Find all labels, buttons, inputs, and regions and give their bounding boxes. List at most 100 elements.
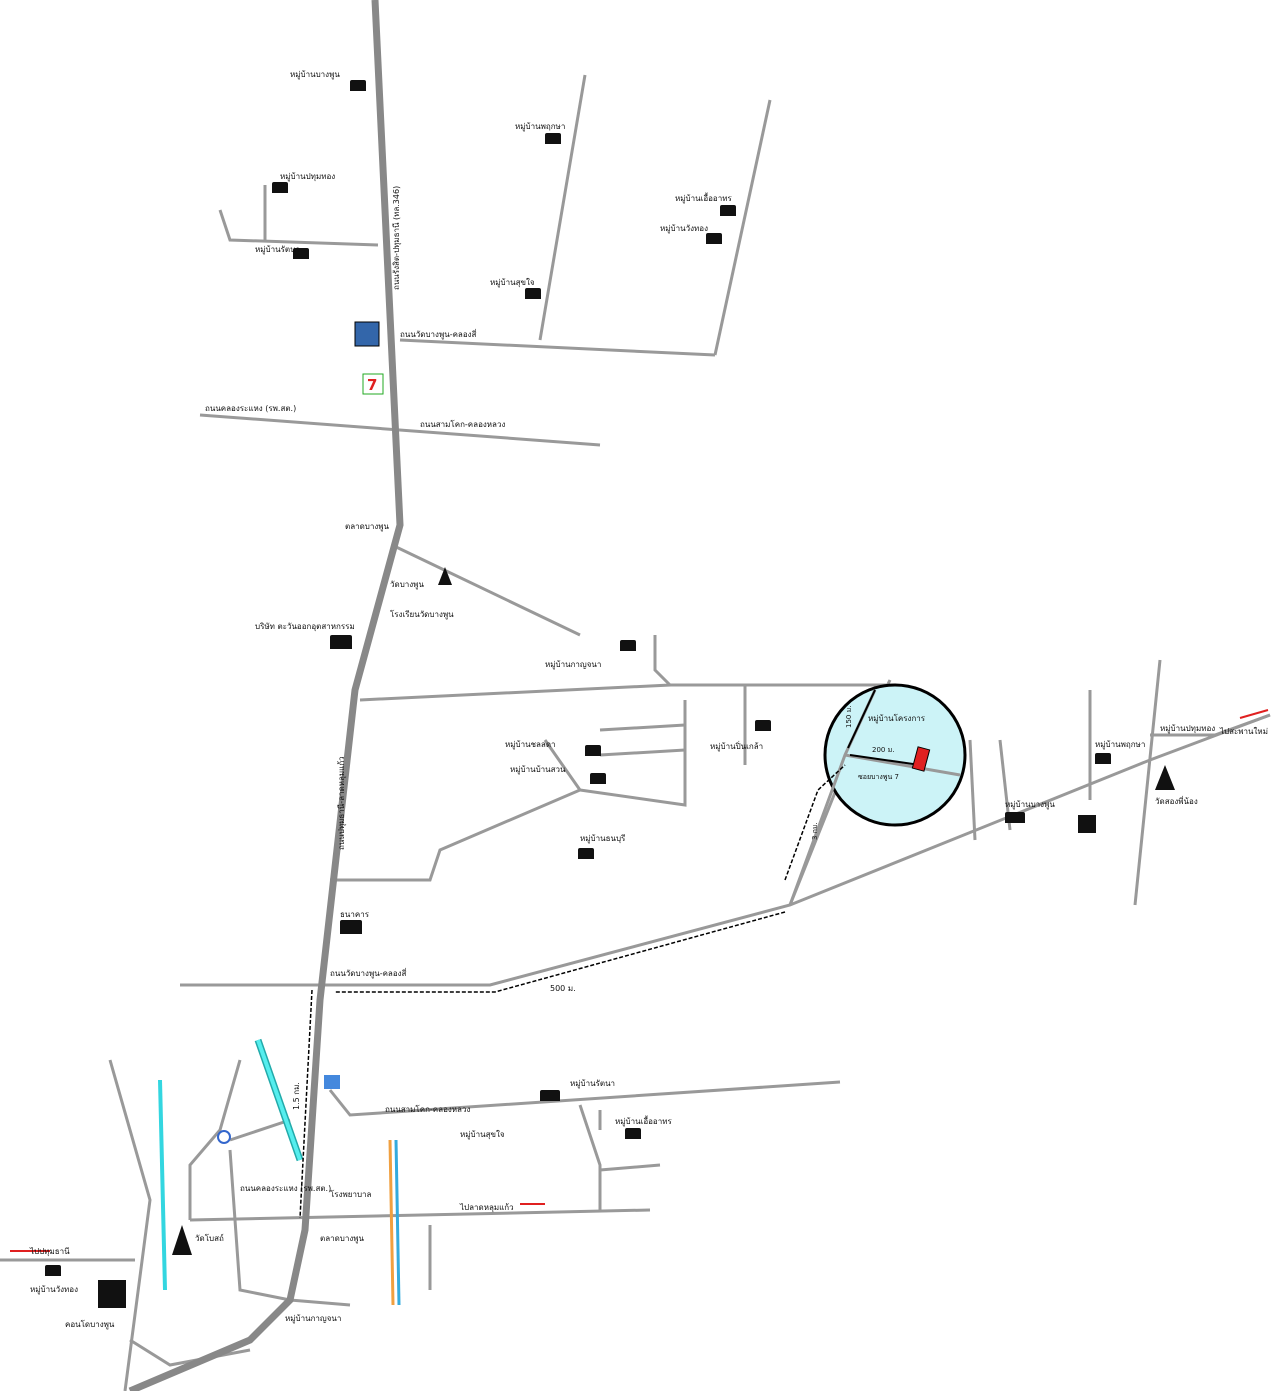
road	[599, 723, 686, 732]
village-icon	[720, 205, 736, 216]
village-icon	[293, 248, 309, 259]
label: โรงพยาบาล	[330, 1190, 372, 1199]
road	[330, 739, 583, 882]
label: คอนโดบางพูน	[65, 1320, 115, 1329]
site-label: หมู่บ้านโครงการ	[868, 714, 926, 723]
label: วัดสองพี่น้อง	[1155, 797, 1198, 806]
road-label: ถนนสามโคก-คลองหลวง	[385, 1105, 471, 1114]
distance-label: 200 ม.	[872, 746, 895, 754]
road	[391, 543, 581, 637]
village-icon	[525, 288, 541, 299]
distance-label: 3 กม.	[811, 822, 819, 840]
route-arrow	[299, 989, 313, 1219]
label: วัดบางพูน	[390, 580, 424, 589]
road	[199, 413, 601, 447]
main-road-label: ถนนรังสิต-ปทุมธานี (ทล.346)	[392, 185, 401, 290]
road	[228, 1149, 351, 1307]
label: ตลาดบางพูน	[345, 522, 390, 531]
village-icon	[706, 233, 722, 244]
road	[713, 99, 772, 356]
direction-label: ไปสะพานใหม่	[1220, 727, 1268, 736]
road-label: ถนนวัดบางพูน-คลองสี่	[330, 969, 407, 978]
label: โรงเรียนวัดบางพูน	[390, 610, 454, 619]
label: หมู่บ้านกาญจนา	[285, 1314, 342, 1323]
road	[1133, 659, 1162, 906]
label: หมู่บ้านกาญจนา	[545, 660, 602, 669]
village-icon	[272, 182, 288, 193]
distance-arrow	[847, 689, 876, 749]
village-icon	[590, 773, 606, 784]
village-icon	[578, 848, 594, 859]
road-label: ถนนสามโคก-คลองหลวง	[420, 420, 506, 429]
road	[578, 1104, 602, 1210]
road-label: ถนนคลองระแหง (รพ.สต.)	[240, 1184, 332, 1193]
label: หมู่บ้านสุขใจ	[490, 278, 535, 287]
arrow-east	[1239, 709, 1269, 719]
label: หมู่บ้านบางพูน	[290, 70, 340, 79]
road	[599, 748, 686, 757]
village-icon	[540, 1090, 560, 1101]
label: หมู่บ้านพฤกษา	[1095, 740, 1146, 749]
label: หมู่บ้านธนบุรี	[580, 834, 626, 843]
label: หมู่บ้านรัตนา	[570, 1079, 616, 1088]
direction-label: ไปปทุมธานี	[30, 1247, 70, 1256]
svg-text:7: 7	[367, 376, 377, 394]
label: บริษัท ตะวันออกอุตสาหกรรม	[255, 622, 355, 631]
canal	[256, 1039, 302, 1161]
label: หมู่บ้านวังทอง	[660, 224, 708, 233]
label: หมู่บ้านสุขใจ	[460, 1130, 505, 1139]
label: หมู่บ้านปทุมทอง	[1160, 724, 1216, 733]
road	[538, 74, 587, 341]
road	[359, 635, 674, 702]
road	[189, 1208, 651, 1222]
seven-eleven-icon	[362, 373, 384, 395]
label: หมู่บ้านพฤกษา	[515, 122, 566, 131]
site-road-label: ซอยบางพูน 7	[858, 773, 899, 781]
road	[108, 1059, 152, 1391]
factory-icon	[330, 635, 352, 649]
factory-icon	[340, 920, 362, 934]
label: หมู่บ้านเอื้ออาทร	[615, 1117, 672, 1126]
road-label: ถนนวัดบางพูน-คลองสี่	[400, 330, 477, 339]
road	[218, 209, 379, 247]
canal-blue	[394, 1139, 401, 1306]
road	[129, 1338, 251, 1367]
village-icon	[620, 640, 636, 651]
label: หมู่บ้านปิ่นเกล้า	[710, 742, 764, 751]
road	[188, 1059, 242, 1220]
route-arrow	[784, 764, 846, 881]
ptt-station-icon	[354, 321, 380, 347]
label: หมู่บ้านเอื้ออาทร	[675, 194, 732, 203]
road	[1150, 713, 1271, 737]
distance-label: 500 ม.	[550, 984, 576, 993]
road	[229, 1118, 291, 1142]
temple-icon	[172, 567, 1175, 1255]
village-icon	[350, 80, 366, 91]
road	[328, 1080, 841, 1117]
bank-icon	[1078, 815, 1096, 833]
distance-label: 1.5 กม.	[292, 1082, 301, 1110]
label: หมู่บ้านรัตนา	[255, 245, 301, 254]
site-marker	[911, 746, 931, 772]
direction-label: ไปลาดหลุมแก้ว	[460, 1203, 514, 1212]
road-label: ถนนคลองระแหง (รพ.สต.)	[205, 404, 297, 413]
village-icon	[585, 745, 601, 756]
police-icon	[217, 1130, 231, 1144]
label: หมู่บ้านวังทอง	[30, 1285, 78, 1294]
village-icon	[1005, 812, 1025, 823]
label: ตลาดบางพูน	[320, 1234, 365, 1243]
main-road	[128, 0, 404, 1391]
main-road-label: ถนนปทุมธานี-ลาดหลุมแก้ว	[337, 756, 346, 850]
village-icon	[545, 133, 561, 144]
condo-icon	[98, 1280, 126, 1308]
village-icon	[625, 1128, 641, 1139]
village-icon	[45, 1265, 61, 1276]
label: ธนาคาร	[340, 910, 369, 919]
road	[399, 338, 716, 357]
distance-label: 150 ม.	[845, 705, 853, 728]
label: วัดโบสถ์	[195, 1234, 224, 1243]
canal-orange	[388, 1139, 395, 1306]
road	[599, 1163, 661, 1172]
label: หมู่บ้านปทุมทอง	[280, 172, 336, 181]
